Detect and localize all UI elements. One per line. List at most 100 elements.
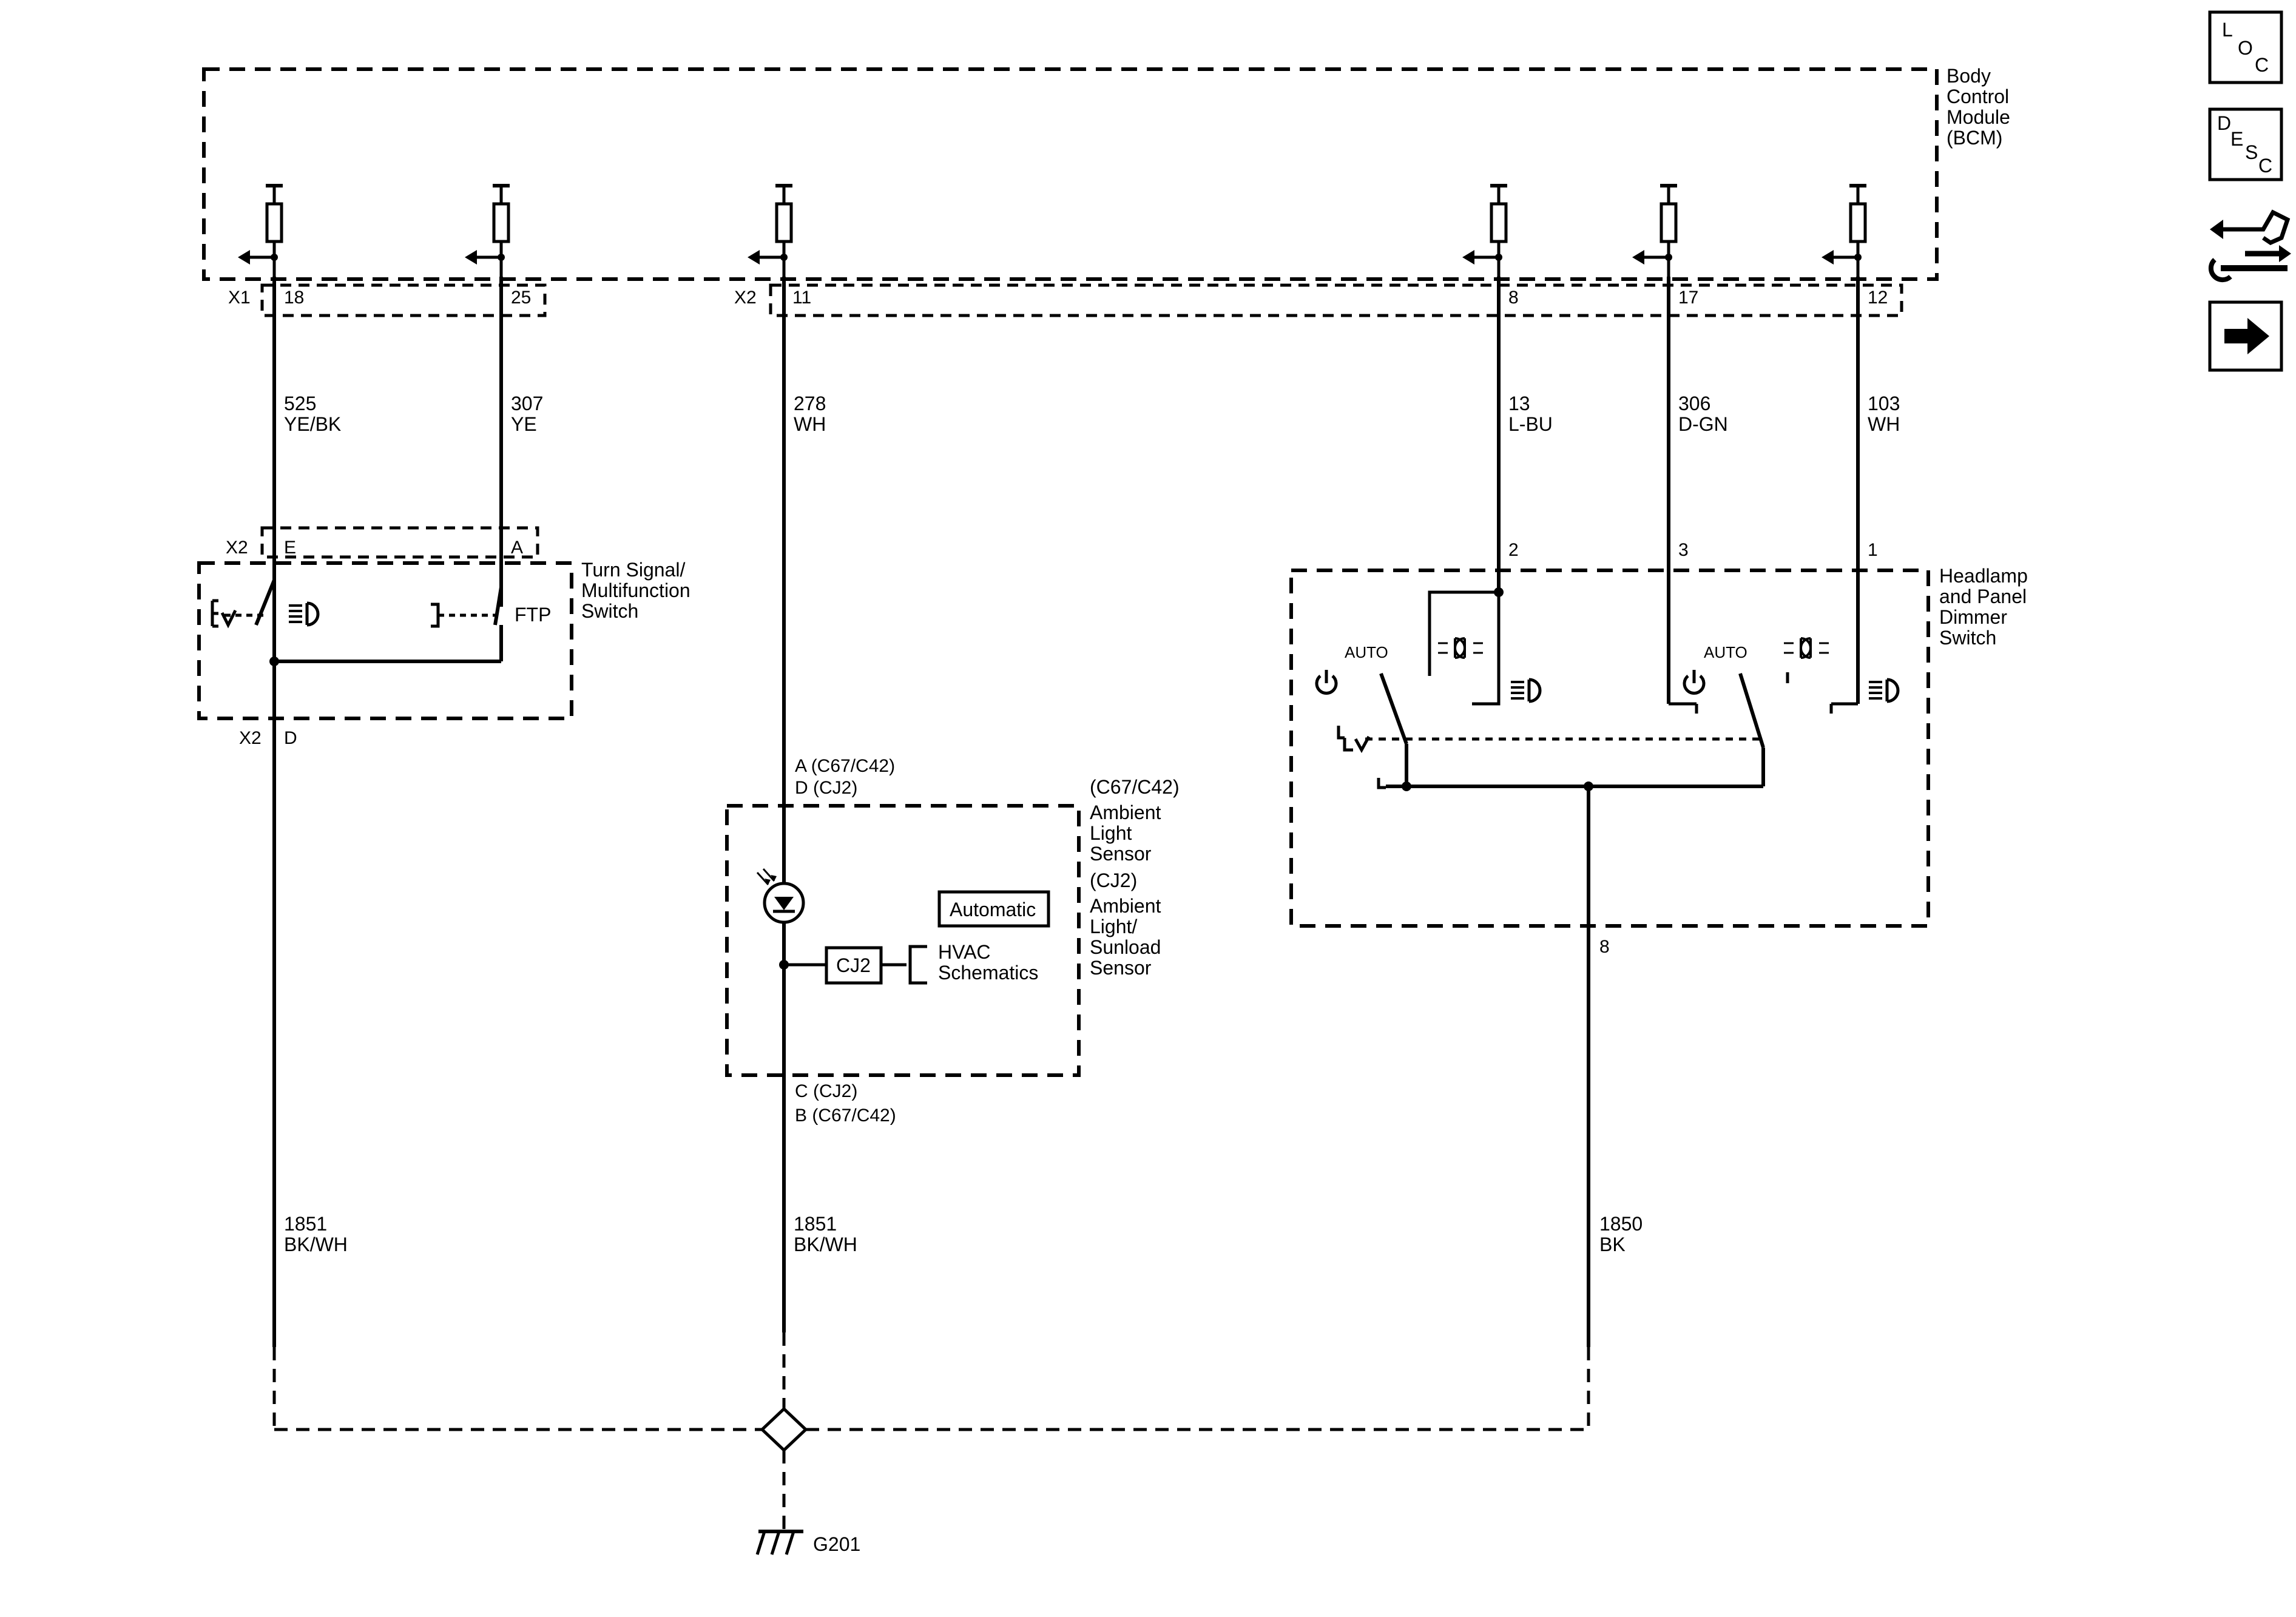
wire-13-circuit: 13 bbox=[1508, 393, 1530, 414]
ground-wire-middle-color: BK/WH bbox=[794, 1234, 857, 1255]
auto-label-left: AUTO bbox=[1345, 643, 1388, 661]
power-off-icon-right bbox=[1683, 670, 1706, 695]
ground-wire-right-color: BK bbox=[1599, 1234, 1626, 1255]
tss-title-2: Multifunction bbox=[581, 579, 690, 601]
hs-ground-pin-8: 8 bbox=[1599, 937, 1610, 957]
auto-label-right: AUTO bbox=[1704, 643, 1747, 661]
als-label-1-c: Light bbox=[1090, 822, 1132, 844]
location-button[interactable]: L O C bbox=[2208, 10, 2283, 84]
ftp-label: FTP bbox=[515, 604, 551, 626]
high-beam-icon bbox=[289, 601, 320, 627]
hs-title-2: and Panel bbox=[1939, 586, 2027, 607]
wire-525-color: YE/BK bbox=[284, 413, 341, 435]
desc-letter-d: D bbox=[2217, 112, 2231, 134]
wire-307-color: YE bbox=[511, 413, 537, 435]
hvac-label-1[interactable]: HVAC bbox=[938, 941, 991, 963]
ground-wire-middle-circuit: 1851 bbox=[794, 1213, 837, 1235]
wire-103-color: WH bbox=[1868, 413, 1900, 435]
als-label-1-a: (C67/C42) bbox=[1090, 776, 1180, 798]
wire-306-color: D-GN bbox=[1678, 413, 1728, 435]
tss-connector-x2-bottom: X2 bbox=[239, 728, 262, 748]
tss-connector-x2-top: X2 bbox=[226, 538, 248, 558]
bcm-wires: 525 YE/BK 307 YE 278 WH 13 L-BU 306 D-GN… bbox=[272, 277, 1900, 895]
hs-title-4: Switch bbox=[1939, 627, 1996, 649]
hs-pin-2: 2 bbox=[1508, 540, 1519, 560]
bcm-title-3: Module bbox=[1947, 106, 2010, 128]
hs-title-3: Dimmer bbox=[1939, 606, 2007, 628]
turn-signal-switch: X2 E A Turn Signal/ Multifunction Switch bbox=[197, 526, 690, 748]
hvac-reference-bracket bbox=[908, 945, 927, 985]
automatic-option-box[interactable] bbox=[937, 890, 1050, 928]
als-label-2-a: (CJ2) bbox=[1090, 869, 1137, 891]
ground-wire-left-color: BK/WH bbox=[284, 1234, 348, 1255]
bcm-title-1: Body bbox=[1947, 65, 1991, 87]
hs-title-1: Headlamp bbox=[1939, 565, 2028, 587]
headlamp-switch: 2 3 1 Headlamp and Panel Dimmer Switch bbox=[1289, 540, 2028, 957]
als-top-pin-2: D (CJ2) bbox=[795, 778, 857, 798]
als-label-2-b: Ambient bbox=[1090, 895, 1161, 917]
tss-pin-d: D bbox=[284, 728, 297, 748]
ground-splice bbox=[272, 1332, 1590, 1529]
bcm-title-4: (BCM) bbox=[1947, 127, 2002, 149]
flash-lever-icon bbox=[211, 599, 237, 629]
wire-13-color: L-BU bbox=[1508, 413, 1553, 435]
power-off-icon-left bbox=[1315, 670, 1338, 695]
bcm-input-17-symbol bbox=[1632, 186, 1677, 277]
ambient-light-sensor: A (C67/C42) D (CJ2) (C67/C42) Ambient Li… bbox=[725, 756, 1180, 1126]
connector-x2-label: X2 bbox=[734, 288, 757, 308]
headlamp-icon-left bbox=[1511, 678, 1542, 703]
bcm-pin-17: 17 bbox=[1678, 288, 1698, 308]
hs-pin-1: 1 bbox=[1868, 540, 1878, 560]
bcm-input-8-symbol bbox=[1462, 186, 1507, 277]
bcm-pin-8: 8 bbox=[1508, 288, 1519, 308]
loc-letter-o: O bbox=[2238, 37, 2253, 59]
als-label-2-c: Light/ bbox=[1090, 916, 1137, 937]
loc-letter-l: L bbox=[2222, 19, 2233, 41]
hs-pin-3: 3 bbox=[1678, 540, 1689, 560]
description-button[interactable]: D E S C bbox=[2208, 107, 2283, 181]
als-label-2-e: Sensor bbox=[1090, 957, 1152, 979]
bcm-pin-11: 11 bbox=[792, 288, 811, 308]
wire-278-color: WH bbox=[794, 413, 826, 435]
ground-symbol-icon bbox=[755, 1530, 803, 1555]
automatic-label: Automatic bbox=[950, 899, 1036, 920]
headlamp-icon-right bbox=[1869, 678, 1900, 703]
ground-g201-label: G201 bbox=[813, 1533, 860, 1555]
hvac-label-2[interactable]: Schematics bbox=[938, 962, 1038, 984]
ftp-bracket-icon bbox=[431, 603, 440, 628]
bcm-title-2: Control bbox=[1947, 86, 2009, 107]
wire-103-circuit: 103 bbox=[1868, 393, 1900, 414]
dimmer-lever-icon bbox=[1337, 726, 1371, 754]
bcm-pin-12: 12 bbox=[1868, 288, 1888, 308]
parking-lamp-icon-right bbox=[1784, 637, 1829, 659]
bcm-input-18-symbol bbox=[238, 186, 283, 277]
bcm-input-12-symbol bbox=[1822, 186, 1866, 277]
wire-307-circuit: 307 bbox=[511, 393, 543, 414]
wire-278-circuit: 278 bbox=[794, 393, 826, 414]
als-label-1-d: Sensor bbox=[1090, 843, 1152, 865]
desc-letter-e: E bbox=[2230, 128, 2243, 150]
ground-wire-left-circuit: 1851 bbox=[284, 1213, 327, 1235]
bcm-pin-25: 25 bbox=[511, 288, 531, 308]
tss-pin-a: A bbox=[511, 538, 523, 558]
connector-x1-label: X1 bbox=[228, 288, 251, 308]
bcm-input-11-symbol bbox=[748, 186, 792, 277]
als-label-2-d: Sunload bbox=[1090, 936, 1161, 958]
bcm-pin-18: 18 bbox=[284, 288, 304, 308]
next-page-button[interactable] bbox=[2208, 300, 2283, 372]
ground-wire-right-circuit: 1850 bbox=[1599, 1213, 1643, 1235]
desc-letter-s: S bbox=[2245, 141, 2258, 163]
tss-title-3: Switch bbox=[581, 600, 638, 622]
als-label-1-b: Ambient bbox=[1090, 802, 1161, 823]
bcm-input-25-symbol bbox=[465, 186, 510, 277]
wire-306-circuit: 306 bbox=[1678, 393, 1710, 414]
parking-lamp-icon-left bbox=[1438, 637, 1483, 659]
connector-service-icon[interactable] bbox=[2208, 209, 2291, 283]
loc-letter-c: C bbox=[2255, 54, 2269, 76]
desc-letter-c: C bbox=[2258, 155, 2272, 177]
right-arrow-icon bbox=[2224, 318, 2269, 354]
cj2-connector-box bbox=[825, 946, 883, 985]
tss-pin-e: E bbox=[284, 538, 296, 558]
bcm-module: Body Control Module (BCM) X1 X2 18 25 11… bbox=[202, 65, 2010, 317]
cj2-label: CJ2 bbox=[836, 954, 871, 976]
